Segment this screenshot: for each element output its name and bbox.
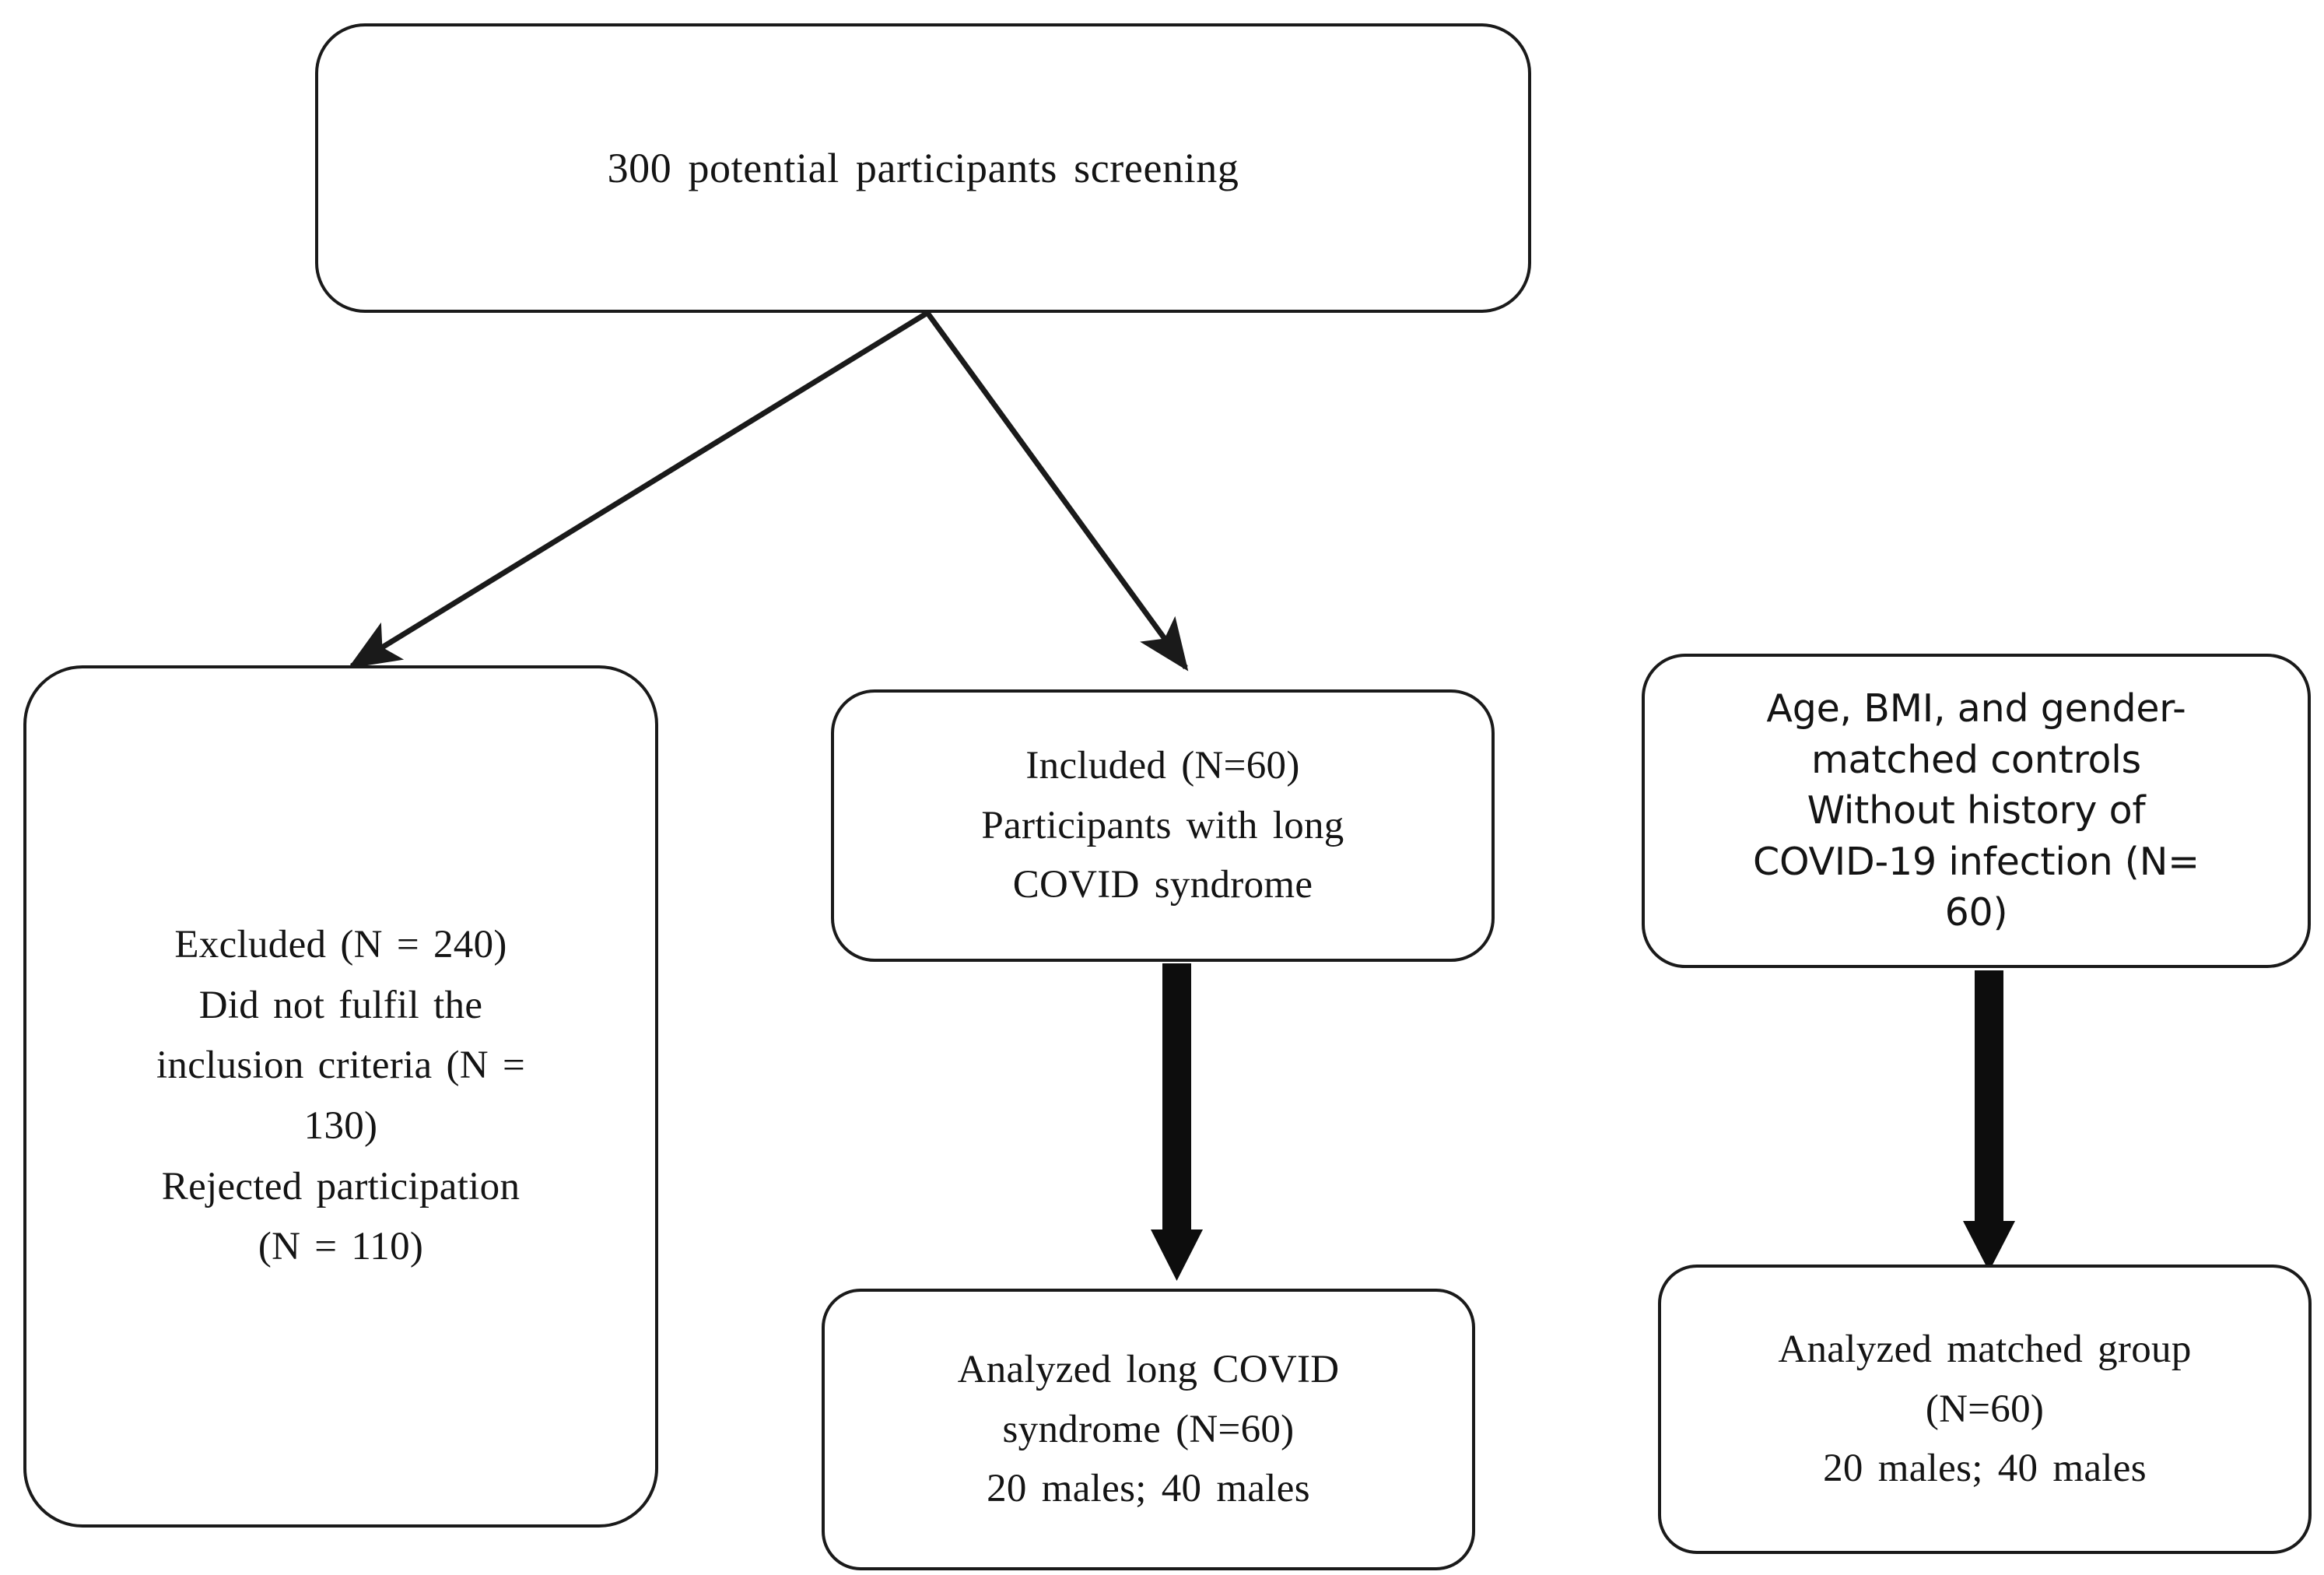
- node-analyzed-matched-group-label: Analyzed matched group (N=60) 20 males; …: [1778, 1328, 2192, 1491]
- node-analyzed-long-covid[interactable]: Analyzed long COVID syndrome (N=60) 20 m…: [822, 1289, 1475, 1570]
- node-analyzed-long-covid-label: Analyzed long COVID syndrome (N=60) 20 m…: [957, 1348, 1340, 1511]
- node-analyzed-matched-group[interactable]: Analyzed matched group (N=60) 20 males; …: [1658, 1265, 2312, 1554]
- edge-controls-to-analyzed-matched: [1963, 970, 2015, 1272]
- node-matched-controls-label: Age, BMI, and gender- matched controls W…: [1752, 686, 2200, 935]
- node-excluded-label: Excluded (N = 240) Did not fulfil the in…: [156, 923, 526, 1269]
- node-included[interactable]: Included (N=60) Participants with long C…: [831, 689, 1495, 962]
- node-included-label: Included (N=60) Participants with long C…: [981, 744, 1344, 907]
- node-screening[interactable]: 300 potential participants screening: [315, 23, 1531, 313]
- edge-screening-to-excluded: [348, 310, 929, 668]
- node-matched-controls[interactable]: Age, BMI, and gender- matched controls W…: [1642, 654, 2311, 968]
- node-excluded[interactable]: Excluded (N = 240) Did not fulfil the in…: [23, 665, 658, 1528]
- edge-screening-to-included: [925, 310, 1189, 672]
- node-screening-label: 300 potential participants screening: [607, 144, 1239, 191]
- edge-included-to-analyzed-long-covid: [1151, 963, 1203, 1281]
